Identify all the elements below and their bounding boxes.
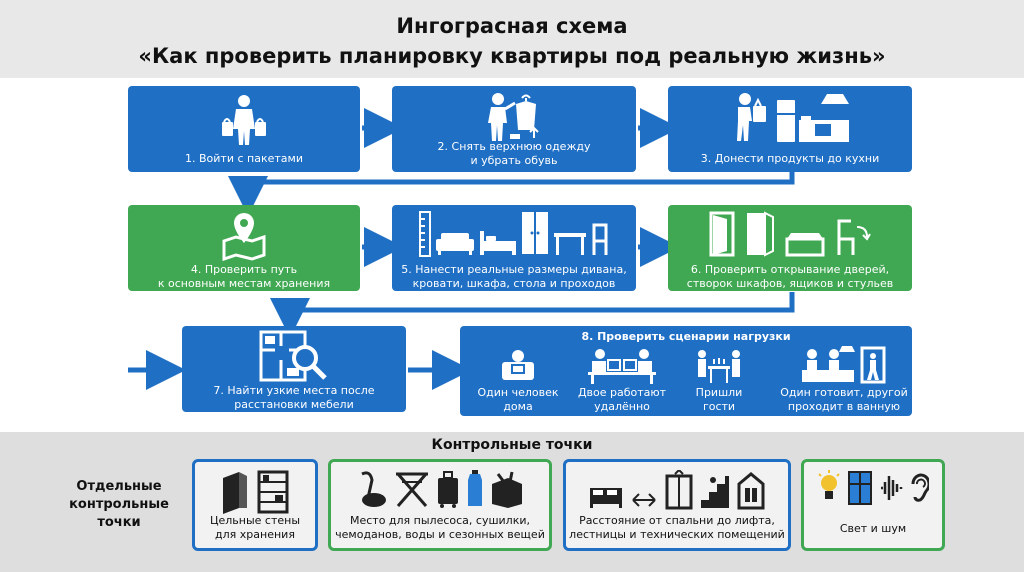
step-5-label-line2: кровати, шкафа, стола и проходов: [412, 277, 616, 290]
checkpoint-1-line1: Цельные стены: [209, 514, 301, 527]
diagram-subtitle: «Как проверить планировку квартиры под р…: [138, 44, 886, 68]
window-icon: [848, 471, 872, 505]
scenario-1-line2: дома: [503, 400, 533, 413]
map-pin-icon: [222, 213, 266, 261]
person-hanging-coat-icon: [488, 93, 539, 141]
sofa-icon: [436, 233, 474, 255]
step-8-label: 8. Проверить сценарии нагрузки: [581, 330, 791, 343]
water-bottle-icon: [468, 470, 482, 506]
wall-icon: [223, 472, 247, 514]
step-4-label-line1: 4. Проверить путь: [190, 263, 298, 276]
checkpoint-3-line1: Расстояние от спальни до лифта,: [579, 514, 775, 527]
two-people-laptops-icon: [588, 349, 656, 384]
step-7-label-line2: расстановки мебели: [234, 398, 354, 411]
bed-icon: [590, 488, 622, 508]
cooking-and-walking-icon: [802, 346, 886, 384]
checkpoint-2-line2: чемоданов, воды и сезонных вещей: [335, 528, 545, 541]
scenario-2-line2: удалённо: [594, 400, 650, 413]
arrow-6-7: [270, 292, 795, 338]
lightbulb-icon: [818, 470, 840, 499]
step-7-label-line1: 7. Найти узкие места после: [213, 384, 375, 397]
utility-room-icon: [737, 472, 765, 510]
step-8-box: 8. Проверить сценарии нагрузки Один чело…: [460, 326, 912, 416]
step-1-box: 1. Войти с пакетами: [128, 86, 360, 172]
arrow-3-4: [228, 172, 795, 216]
kitchen-icon: [777, 94, 849, 142]
box-icon: [492, 471, 522, 508]
step-1-label: 1. Войти с пакетами: [185, 152, 303, 165]
ruler-icon: [419, 211, 431, 257]
shelving-icon: [257, 470, 289, 514]
checkpoint-2-box: Место для пылесоса, сушилки, чемоданов, …: [328, 459, 552, 551]
scenario-3-line1: Пришли: [695, 386, 743, 399]
person-with-bags-icon: [222, 95, 266, 145]
checkpoint-4-line1: Свет и шум: [839, 522, 907, 535]
step-7-box: 7. Найти узкие места после расстановки м…: [182, 326, 406, 412]
step-6-label-line1: 6. Проверить открывание дверей,: [690, 263, 890, 276]
checkpoint-2-line1: Место для пылесоса, сушилки,: [349, 514, 531, 527]
flow-arrows: [128, 108, 795, 390]
side-label-line1: Отдельные: [76, 479, 162, 494]
title-band: [0, 0, 1024, 78]
step-5-box: 5. Нанести реальные размеры дивана, кров…: [392, 205, 636, 291]
diagram-title: Ингограсная схема: [396, 14, 628, 38]
suitcase-icon: [438, 471, 458, 508]
wardrobe-icon: [522, 212, 548, 254]
step-3-label: 3. Донести продукты до кухни: [700, 152, 880, 165]
step-4-box: 4. Проверить путь к основным местам хран…: [128, 205, 360, 291]
side-label-line3: точки: [97, 515, 141, 530]
person-carrying-groceries-icon: [737, 93, 766, 141]
scenario-4-line2: проходит в ванную: [787, 400, 901, 413]
sound-wave-icon: [881, 476, 903, 500]
checkpoint-3-box: Расстояние от спальни до лифта, лестницы…: [563, 459, 791, 551]
checkpoint-3-line2: лестницы и технических помещений: [569, 528, 785, 541]
checkpoints-side-label: Отдельные контрольные точки: [58, 478, 180, 532]
vacuum-icon: [361, 471, 386, 507]
cabinet-icon: [747, 211, 774, 257]
scenario-2-line1: Двое работают: [577, 386, 667, 399]
stairs-icon: [701, 476, 729, 508]
chair-icon: [837, 219, 871, 255]
drawer-icon: [785, 233, 825, 257]
step-6-label-line2: створок шкафов, ящиков и стульев: [686, 277, 894, 290]
step-2-label-line1: 2. Снять верхнюю одежду: [437, 140, 591, 153]
scenario-1-line1: Один человек: [477, 386, 559, 399]
bed-icon: [480, 231, 516, 255]
step-3-box: 3. Донести продукты до кухни: [668, 86, 912, 172]
step-2-label-line2: и убрать обувь: [470, 154, 558, 167]
checkpoints-title: Контрольные точки: [431, 437, 593, 453]
step-2-box: 2. Снять верхнюю одежду и убрать обувь: [392, 86, 636, 172]
scenario-3-line2: гости: [702, 400, 736, 413]
step-6-box: 6. Проверить открывание дверей, створок …: [668, 205, 912, 291]
arrows-icon: [632, 493, 656, 507]
checkpoint-4-box: Свет и шум: [801, 459, 945, 551]
checkpoint-1-box: Цельные стены для хранения: [192, 459, 318, 551]
ear-icon: [911, 473, 929, 502]
floorplan-magnifier-icon: [259, 330, 327, 382]
checkpoint-1-line2: для хранения: [215, 528, 295, 541]
elevator-icon: [665, 470, 693, 510]
step-4-label-line2: к основным местам хранения: [157, 277, 331, 290]
dryer-rack-icon: [396, 472, 428, 507]
guests-icon: [698, 350, 740, 383]
chair-icon: [592, 223, 608, 255]
side-label-line2: контрольные: [69, 497, 169, 512]
table-icon: [554, 233, 586, 255]
step-5-label-line1: 5. Нанести реальные размеры дивана,: [401, 263, 627, 276]
door-icon: [709, 211, 735, 257]
person-in-armchair-icon: [502, 350, 534, 380]
scenario-4-line1: Один готовит, другой: [780, 386, 908, 399]
